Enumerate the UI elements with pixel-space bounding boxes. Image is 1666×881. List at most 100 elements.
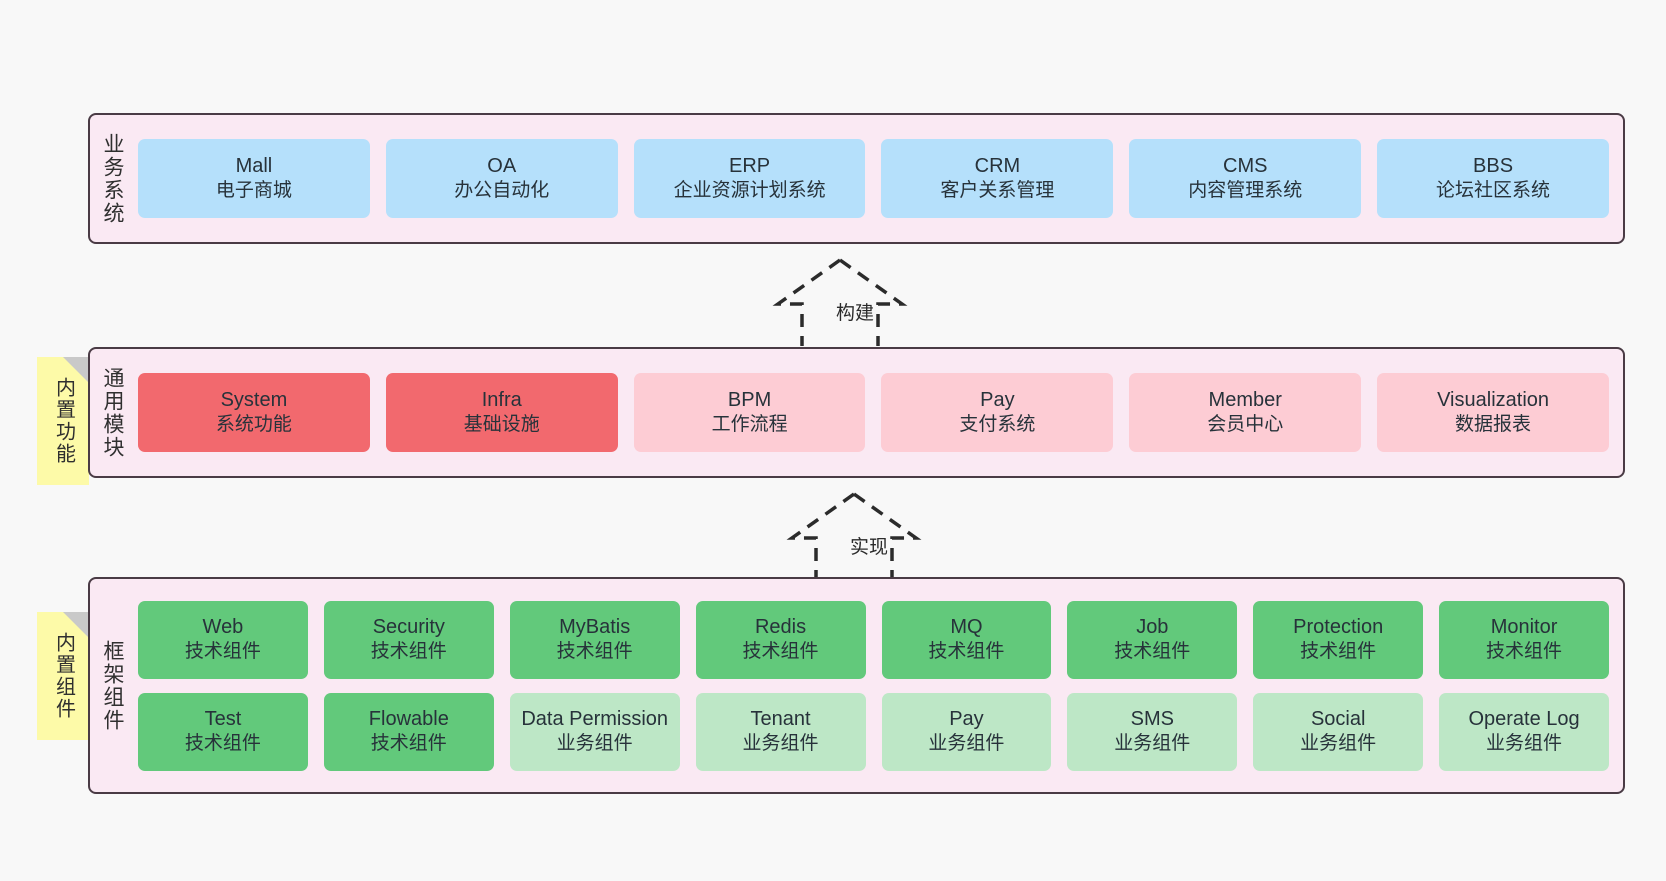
card-title: MQ	[950, 615, 983, 638]
framework-card-redis[interactable]: Redis 技术组件	[695, 600, 866, 679]
framework-card-test[interactable]: Test 技术组件	[138, 692, 308, 771]
card-subtitle: 业务组件	[1114, 733, 1191, 755]
module-card-member[interactable]: Member 会员中心	[1129, 373, 1362, 452]
note-built-in-function: 内置功能	[37, 357, 89, 485]
card-title: Job	[1136, 615, 1169, 638]
card-subtitle: 数据报表	[1455, 414, 1532, 436]
layer-business-system-label: 业务系统	[101, 132, 125, 225]
framework-card-job[interactable]: Job 技术组件	[1067, 600, 1238, 679]
module-card-infra[interactable]: Infra 基础设施	[385, 373, 618, 452]
business-card-cms[interactable]: CMS 内容管理系统	[1129, 139, 1362, 218]
card-subtitle: 客户关系管理	[940, 180, 1055, 202]
note-fold-icon	[63, 357, 89, 383]
card-subtitle: 系统功能	[215, 414, 292, 436]
card-subtitle: 业务组件	[1300, 733, 1377, 755]
card-title: Data Permission	[521, 707, 669, 730]
card-subtitle: 技术组件	[1114, 641, 1191, 663]
card-title: BPM	[727, 388, 772, 411]
card-subtitle: 业务组件	[556, 733, 633, 755]
connector-build: 构建	[760, 256, 920, 348]
card-subtitle: 技术组件	[370, 641, 447, 663]
card-title: Protection	[1293, 615, 1384, 638]
card-subtitle: 技术组件	[556, 641, 633, 663]
business-card-bbs[interactable]: BBS 论坛社区系统	[1377, 139, 1609, 218]
module-card-pay[interactable]: Pay 支付系统	[881, 373, 1114, 452]
card-title: Member	[1208, 388, 1282, 411]
card-title: Test	[204, 707, 242, 730]
card-title: Operate Log	[1468, 707, 1580, 730]
framework-card-mybatis[interactable]: MyBatis 技术组件	[509, 600, 680, 679]
connector-build-label: 构建	[836, 303, 875, 324]
card-title: Redis	[754, 615, 807, 638]
card-title: BBS	[1473, 154, 1514, 177]
card-title: Tenant	[750, 707, 811, 730]
note-built-in-component: 内置组件	[37, 612, 89, 740]
framework-card-monitor[interactable]: Monitor 技术组件	[1439, 600, 1609, 679]
framework-card-protection[interactable]: Protection 技术组件	[1253, 600, 1424, 679]
card-subtitle: 内容管理系统	[1188, 180, 1303, 202]
card-title: Flowable	[368, 707, 449, 730]
card-subtitle: 技术组件	[928, 641, 1005, 663]
card-title: SMS	[1130, 707, 1174, 730]
card-subtitle: 论坛社区系统	[1436, 180, 1551, 202]
card-subtitle: 技术组件	[370, 733, 447, 755]
card-title: Web	[202, 615, 244, 638]
layer-framework-components-label: 框架组件	[101, 639, 125, 732]
framework-card-pay[interactable]: Pay 业务组件	[881, 692, 1052, 771]
card-subtitle: 电子商城	[215, 180, 292, 202]
card-subtitle: 技术组件	[1486, 641, 1563, 663]
layer-common-modules-body: System 系统功能 Infra 基础设施 BPM 工作流程 Pay 支付系统 Member 会…	[134, 349, 1623, 476]
framework-card-data-permission[interactable]: Data Permission 业务组件	[509, 692, 680, 771]
framework-card-operate-log[interactable]: Operate Log 业务组件	[1439, 692, 1609, 771]
card-title: Monitor	[1490, 615, 1558, 638]
card-title: MyBatis	[559, 615, 631, 638]
common-modules-row: System 系统功能 Infra 基础设施 BPM 工作流程 Pay 支付系统 Member 会…	[138, 373, 1609, 452]
module-card-system[interactable]: System 系统功能	[138, 373, 370, 452]
card-title: CMS	[1223, 154, 1268, 177]
framework-card-tenant[interactable]: Tenant 业务组件	[695, 692, 866, 771]
card-subtitle: 会员中心	[1207, 414, 1284, 436]
module-card-bpm[interactable]: BPM 工作流程	[633, 373, 866, 452]
card-subtitle: 技术组件	[184, 733, 261, 755]
card-title: CRM	[974, 154, 1021, 177]
framework-card-sms[interactable]: SMS 业务组件	[1067, 692, 1238, 771]
framework-card-web[interactable]: Web 技术组件	[138, 600, 308, 679]
card-subtitle: 业务组件	[1486, 733, 1563, 755]
card-subtitle: 业务组件	[928, 733, 1005, 755]
card-subtitle: 技术组件	[742, 641, 819, 663]
card-subtitle: 办公自动化	[454, 180, 550, 202]
framework-card-security[interactable]: Security 技术组件	[323, 600, 494, 679]
framework-card-flowable[interactable]: Flowable 技术组件	[323, 692, 494, 771]
card-subtitle: 业务组件	[742, 733, 819, 755]
card-subtitle: 技术组件	[1300, 641, 1377, 663]
card-title: Pay	[949, 707, 984, 730]
card-title: System	[220, 388, 288, 411]
business-card-mall[interactable]: Mall 电子商城	[138, 139, 370, 218]
card-title: Social	[1310, 707, 1366, 730]
card-title: OA	[487, 154, 517, 177]
note-fold-icon	[63, 612, 89, 638]
connector-implement: 实现	[774, 490, 934, 582]
card-subtitle: 基础设施	[463, 414, 540, 436]
business-card-crm[interactable]: CRM 客户关系管理	[881, 139, 1114, 218]
card-title: Security	[372, 615, 445, 638]
card-title: Infra	[481, 388, 522, 411]
card-subtitle: 技术组件	[184, 641, 261, 663]
framework-card-social[interactable]: Social 业务组件	[1253, 692, 1424, 771]
card-title: Mall	[235, 154, 273, 177]
business-card-oa[interactable]: OA 办公自动化	[385, 139, 618, 218]
note-built-in-function-text: 内置功能	[52, 377, 75, 465]
card-subtitle: 支付系统	[959, 414, 1036, 436]
framework-card-mq[interactable]: MQ 技术组件	[881, 600, 1052, 679]
card-subtitle: 工作流程	[711, 414, 788, 436]
card-title: Pay	[980, 388, 1015, 411]
